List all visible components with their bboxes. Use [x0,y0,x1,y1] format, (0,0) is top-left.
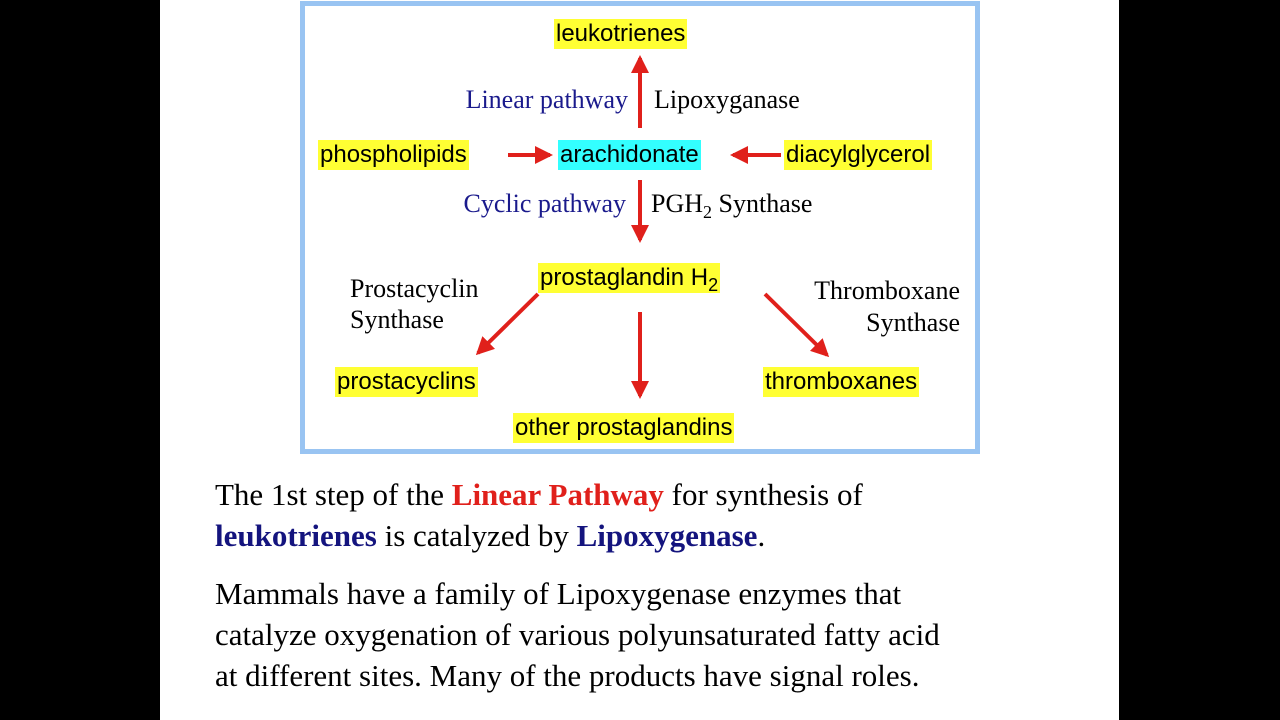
slide: leukotrienes Linear pathway Lipoxyganase… [160,0,1119,720]
label-linear-pathway: Linear pathway [465,85,628,114]
label-thromboxane-synthase-line1: Thromboxane [814,276,960,305]
label-lipoxyganase: Lipoxyganase [654,85,800,114]
label-thromboxane-synthase-line2: Synthase [866,308,960,337]
node-thromboxanes: thromboxanes [763,367,920,397]
arrow-to-thromboxanes [763,292,830,358]
paragraph-mammals: Mammals have a family of Lipoxygenase en… [215,576,940,693]
label-prostacyclin-synthase-line1: Prostacyclin [350,274,479,303]
label-pgh2-synthase: PGH2 Synthase [651,189,813,223]
node-leukotrienes: leukotrienes [554,19,688,49]
emphasis-linear-pathway: Linear Pathway [451,477,664,512]
emphasis-lipoxygenase: Lipoxygenase [576,518,758,553]
node-prostacyclins: prostacyclins [335,367,478,397]
label-cyclic-pathway: Cyclic pathway [463,189,626,218]
node-arachidonate: arachidonate [558,140,701,170]
node-other-prostaglandins: other prostaglandins [513,413,735,443]
arrows [475,55,830,399]
node-phospholipids: phospholipids [318,140,469,170]
node-prostaglandin-h2: prostaglandin H2 [538,263,721,295]
node-diacylglycerol: diacylglycerol [784,140,933,170]
label-prostacyclin-synthase-line2: Synthase [350,305,444,334]
paragraph-linear-pathway: The 1st step of the Linear Pathway for s… [215,477,863,553]
arrow-to-prostacyclins [475,292,540,356]
diagram-frame [300,1,980,454]
emphasis-leukotrienes: leukotrienes [215,518,377,553]
